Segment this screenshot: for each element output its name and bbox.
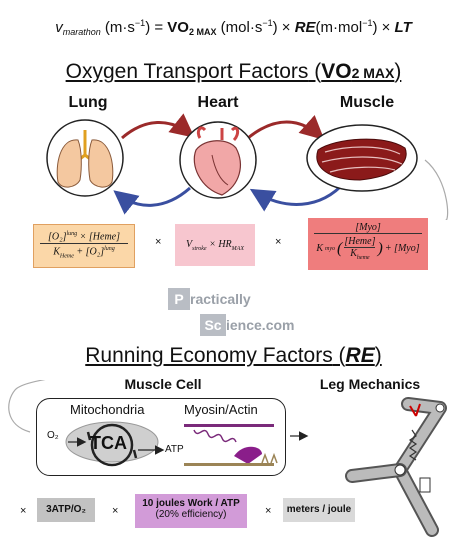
equation-re: RE [294, 19, 316, 36]
times-sign-2: × [275, 236, 282, 248]
equation-v-sub: marathon [62, 27, 101, 37]
vein-heart-lung [113, 186, 191, 215]
marathon-velocity-equation: vmarathon (m·s−1) = VO2 MAX (mol·s−1) × … [55, 18, 412, 37]
leg-mechanics-icon [345, 397, 447, 537]
actin-filament-top [184, 424, 274, 427]
muscle-icon [306, 124, 418, 192]
times-sign-1: × [155, 236, 162, 248]
equation-vo2-sub: 2 MAX [188, 27, 217, 37]
equation-lt: LT [394, 19, 412, 36]
myosin-actin-label: Myosin/Actin [184, 402, 258, 417]
lung-icon [46, 119, 124, 197]
heading-re: RE [345, 344, 375, 367]
o2-label: O₂ [47, 430, 59, 441]
tca-cycle-icon [86, 423, 138, 467]
oxygen-circulation-diagram [46, 113, 449, 220]
muscle-label: Muscle [339, 94, 395, 111]
times-sign-4: × [112, 505, 119, 517]
muscle-cell-box [36, 398, 286, 476]
times-sign-3: × [20, 505, 27, 517]
muscle-cell-label: Muscle Cell [124, 376, 202, 392]
lung-formula-box: [O₂]lung × [Heme] KHeme + [O₂]lung [33, 224, 135, 268]
running-economy-heading: Running Economy Factors (RE) [85, 344, 382, 367]
myosin-head-icon [234, 446, 262, 464]
atp-label: ATP [165, 444, 184, 455]
work-per-atp-box: 10 joules Work / ATP (20% efficiency) [135, 494, 247, 528]
artery-heart-muscle [247, 115, 325, 141]
vein-muscle-heart [249, 181, 347, 212]
equation-vo2: VO [167, 19, 189, 36]
heart-formula-box: Vstroke × HRMAX [175, 224, 255, 266]
heart-label: Heart [197, 94, 239, 111]
lung-label: Lung [68, 94, 108, 111]
tca-label: TCA [90, 433, 127, 453]
mitochondria-label: Mitochondria [70, 402, 145, 417]
actin-filament-bottom [184, 463, 274, 466]
connector-line-lower [8, 380, 46, 433]
heart-icon [179, 121, 257, 199]
myosin-spring-icon [193, 429, 237, 443]
connector-line [424, 159, 449, 220]
meters-per-joule-box: meters / joule [283, 498, 355, 522]
running-economy-diagram [8, 380, 447, 537]
heading-vo2: VO [321, 60, 352, 83]
equation-v: v [55, 19, 63, 36]
oxygen-transport-heading: Oxygen Transport Factors (VO2 MAX) [65, 60, 402, 83]
artery-lung-heart [121, 113, 195, 140]
atp-per-o2-box: 3ATP/O₂ [37, 498, 95, 522]
equation-re-units: (m·mol [315, 19, 363, 36]
heading-vo2-sub: 2 MAX [351, 65, 395, 81]
leg-mechanics-label: Leg Mechanics [319, 376, 421, 392]
times-sign-5: × [265, 505, 272, 517]
equation-vo2-units: (mol·s [220, 19, 263, 36]
equation-v-units: (m·s [104, 19, 135, 36]
